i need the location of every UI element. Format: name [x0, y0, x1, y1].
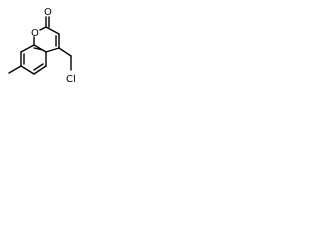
pyranone-ring [33, 26, 60, 53]
bond-c6-c5-inner [33, 63, 44, 71]
chlorine-label: Cl [66, 74, 76, 85]
benzene-ring [20, 44, 47, 75]
methyl-bond [8, 65, 22, 74]
bond-c4-c4a [45, 47, 60, 53]
bond-c8a-c8 [20, 44, 35, 53]
ch2-bond [58, 47, 72, 57]
bond-o1-c2 [39, 26, 47, 31]
bond-c2-c3 [45, 26, 60, 35]
bond-c7-c6 [20, 65, 35, 75]
ring-oxygen-label: O [31, 28, 39, 39]
carbonyl-oxygen-label: O [44, 7, 52, 18]
chemical-structure-diagram: O O Cl [8, 7, 76, 85]
bond-c4a-c8a-inner [33, 47, 44, 51]
bond-c6-c5 [33, 65, 47, 75]
bond-c4a-c8a [33, 44, 47, 53]
